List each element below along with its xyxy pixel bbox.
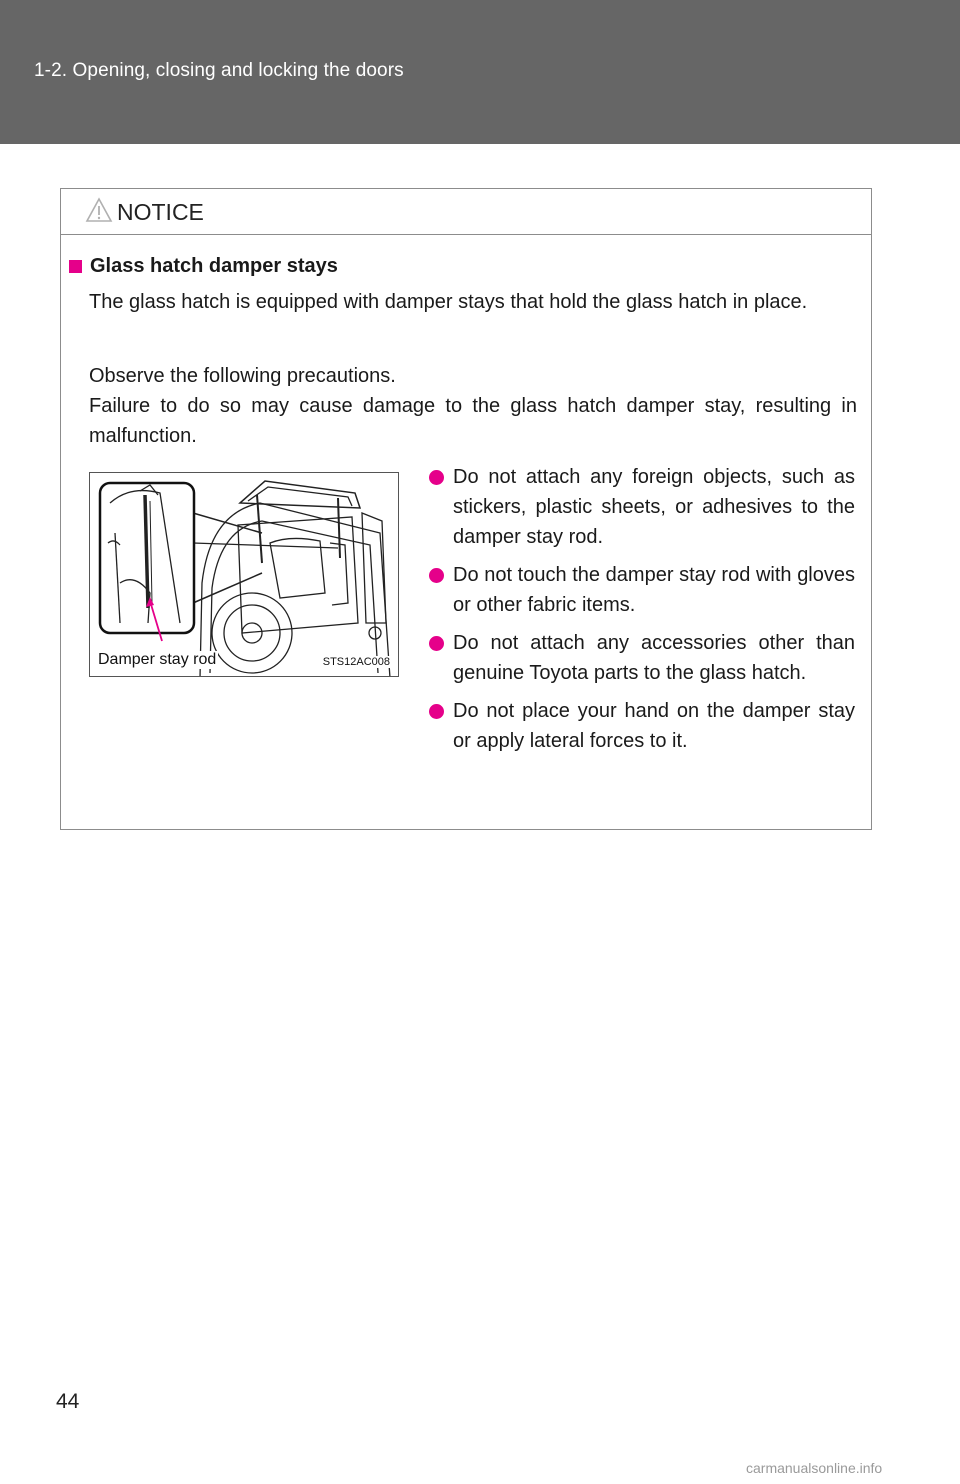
damper-stay-illustration: Damper stay rod STS12AC008 <box>89 472 399 677</box>
list-item-text: Do not touch the damper stay rod with gl… <box>453 564 855 616</box>
page-number: 44 <box>56 1390 80 1413</box>
bullet-dot-icon <box>429 636 444 651</box>
paragraph-precautions-line1: Observe the following precautions. <box>89 365 396 387</box>
notice-header: NOTICE <box>61 189 871 235</box>
list-item: Do not attach any accessories other than… <box>429 628 855 688</box>
paragraph-precautions-line2: Failure to do so may cause damage to the… <box>89 395 857 447</box>
subheading-text: Glass hatch damper stays <box>90 255 338 277</box>
notice-box: NOTICE Glass hatch damper stays The glas… <box>60 188 872 830</box>
paragraph-precautions: Observe the following precautions. Failu… <box>89 361 857 451</box>
precautions-list: Do not attach any foreign objects, such … <box>429 462 855 764</box>
list-item: Do not attach any foreign objects, such … <box>429 462 855 552</box>
bullet-dot-icon <box>429 704 444 719</box>
glass-hatch-drawing <box>98 480 391 676</box>
warning-triangle-icon <box>85 197 113 222</box>
figure-caption: Damper stay rod <box>98 651 219 669</box>
watermark: carmanualsonline.info <box>746 1460 883 1476</box>
figure-code: STS12AC008 <box>322 656 390 668</box>
bullet-dot-icon <box>429 568 444 583</box>
paragraph-intro: The glass hatch is equipped with damper … <box>89 291 808 313</box>
notice-title: NOTICE <box>117 199 204 225</box>
list-item: Do not touch the damper stay rod with gl… <box>429 560 855 620</box>
square-bullet-icon <box>69 260 82 273</box>
section-title: 1-2. Opening, closing and locking the do… <box>34 60 404 81</box>
subheading: Glass hatch damper stays <box>69 255 338 278</box>
list-item-text: Do not place your hand on the damper sta… <box>453 700 855 752</box>
page-header: 1-2. Opening, closing and locking the do… <box>0 0 960 144</box>
list-item: Do not place your hand on the damper sta… <box>429 696 855 756</box>
list-item-text: Do not attach any accessories other than… <box>453 632 855 684</box>
list-item-text: Do not attach any foreign objects, such … <box>453 466 855 548</box>
bullet-dot-icon <box>429 470 444 485</box>
